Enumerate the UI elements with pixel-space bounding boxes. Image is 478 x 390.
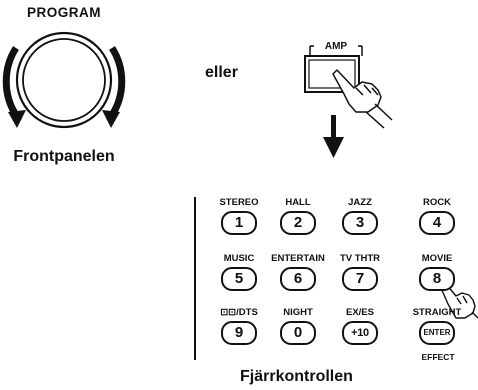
remote-key-label: ⊡⊡/DTS <box>220 307 258 318</box>
remote-key-1: STEREO 1 <box>212 196 266 235</box>
remote-key-label: NIGHT <box>283 307 313 318</box>
remote-key-button: ENTER <box>419 321 455 345</box>
rotate-right-arrow-icon <box>102 46 126 128</box>
remote-key-button: 8 <box>419 267 455 291</box>
remote-key-button: 6 <box>280 267 316 291</box>
or-connector-label: eller <box>205 64 238 81</box>
amp-label: AMP <box>324 41 348 52</box>
remote-key-5: MUSIC 5 <box>212 252 266 291</box>
remote-key-label: JAZZ <box>348 197 372 208</box>
remote-key-button: 0 <box>280 321 316 345</box>
remote-key-label: ENTERTAIN <box>271 253 325 264</box>
hand-pointer-icon <box>332 69 393 129</box>
remote-key-label: ROCK <box>423 197 451 208</box>
remote-key-enter: STRAIGHT ENTER <box>410 306 464 345</box>
remote-key-button: 7 <box>342 267 378 291</box>
remote-key-label: EX/ES <box>346 307 374 318</box>
program-knob <box>15 31 113 129</box>
rotate-left-arrow-icon <box>2 46 26 128</box>
amp-button <box>304 45 363 93</box>
effect-label: EFFECT <box>421 352 455 362</box>
remote-key-button: 4 <box>419 211 455 235</box>
remote-key-button: 1 <box>221 211 257 235</box>
down-arrow-icon <box>323 115 344 158</box>
remote-key-10: EX/ES +10 <box>333 306 387 345</box>
remote-key-label: MUSIC <box>223 253 255 264</box>
remote-key-3: JAZZ 3 <box>333 196 387 235</box>
remote-key-2: HALL 2 <box>271 196 325 235</box>
remote-key-8: MOVIE 8 <box>410 252 464 291</box>
hand-pointer-remote-icon <box>440 283 478 319</box>
remote-key-label: TV THTR <box>339 253 381 264</box>
remote-key-label: STEREO <box>219 197 259 208</box>
remote-key-4: ROCK 4 <box>410 196 464 235</box>
remote-key-label: MOVIE <box>421 253 453 264</box>
remote-key-0: NIGHT 0 <box>271 306 325 345</box>
remote-key-label: HALL <box>285 197 311 208</box>
remote-key-button: +10 <box>342 321 378 345</box>
remote-key-9: ⊡⊡/DTS 9 <box>212 306 266 345</box>
remote-key-button: 3 <box>342 211 378 235</box>
remote-key-button: 2 <box>280 211 316 235</box>
remote-key-button: 5 <box>221 267 257 291</box>
remote-key-label: STRAIGHT <box>412 307 462 318</box>
front-panel-caption: Frontpanelen <box>13 148 115 165</box>
remote-key-button: 9 <box>221 321 257 345</box>
remote-key-6: ENTERTAIN 6 <box>271 252 325 291</box>
program-label: PROGRAM <box>27 5 101 20</box>
remote-key-7: TV THTR 7 <box>333 252 387 291</box>
remote-caption: Fjärrkontrollen <box>240 368 353 385</box>
